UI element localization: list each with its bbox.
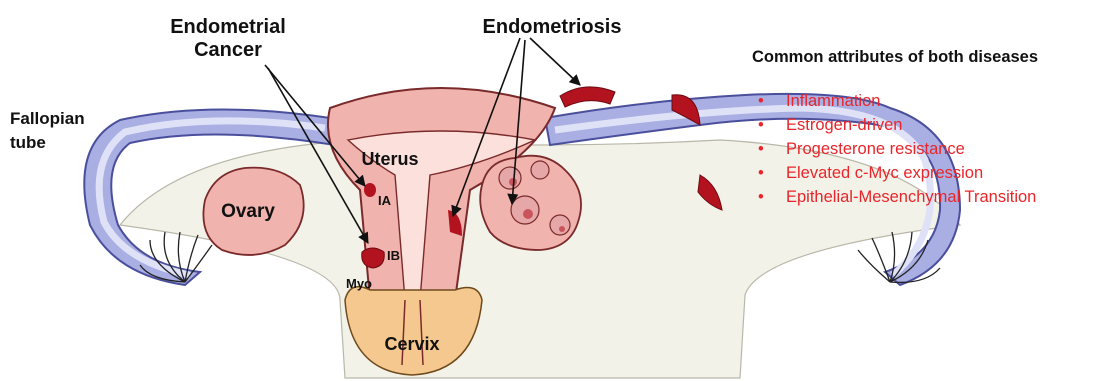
- attribute-text: Elevated c-Myc expression: [786, 164, 983, 182]
- attribute-text: Estrogen-driven: [786, 116, 902, 134]
- stage-ib-tumor: [362, 248, 385, 268]
- label-ovary: Ovary: [221, 201, 275, 222]
- bullet-glyph: •: [758, 89, 764, 113]
- attribute-item: • Elevated c-Myc expression: [752, 161, 1097, 185]
- attributes-list: • Inflammation • Estrogen-driven • Progeste…: [752, 89, 1097, 209]
- stage-ia-tumor: [364, 183, 376, 197]
- label-ib: IB: [387, 248, 400, 263]
- attribute-text: Progesterone resistance: [786, 140, 965, 158]
- label-cancer: Cancer: [194, 39, 262, 61]
- bullet-glyph: •: [758, 161, 764, 185]
- label-myo: Myo: [346, 276, 372, 291]
- attribute-text: Epithelial-Mesenchymal Transition: [786, 188, 1036, 206]
- label-endometriosis: Endometriosis: [483, 16, 622, 38]
- label-cervix: Cervix: [384, 334, 439, 354]
- attribute-item: • Epithelial-Mesenchymal Transition: [752, 185, 1097, 209]
- attribute-item: • Inflammation: [752, 89, 1097, 113]
- bullet-glyph: •: [758, 185, 764, 209]
- attributes-panel: Common attributes of both diseases • Infl…: [752, 48, 1097, 209]
- label-tube: tube: [10, 133, 46, 152]
- attribute-item: • Estrogen-driven: [752, 113, 1097, 137]
- label-fallopian: Fallopian: [10, 109, 85, 128]
- label-ia: IA: [378, 193, 392, 208]
- bullet-glyph: •: [758, 137, 764, 161]
- arrow-endometriosis-to-tube: [530, 38, 580, 85]
- attribute-item: • Progesterone resistance: [752, 137, 1097, 161]
- attributes-title: Common attributes of both diseases: [752, 48, 1097, 67]
- attribute-text: Inflammation: [786, 92, 880, 110]
- label-uterus: Uterus: [361, 149, 418, 169]
- tube-lesion-1: [560, 87, 615, 107]
- bullet-glyph: •: [758, 113, 764, 137]
- label-endometrial: Endometrial: [170, 16, 286, 38]
